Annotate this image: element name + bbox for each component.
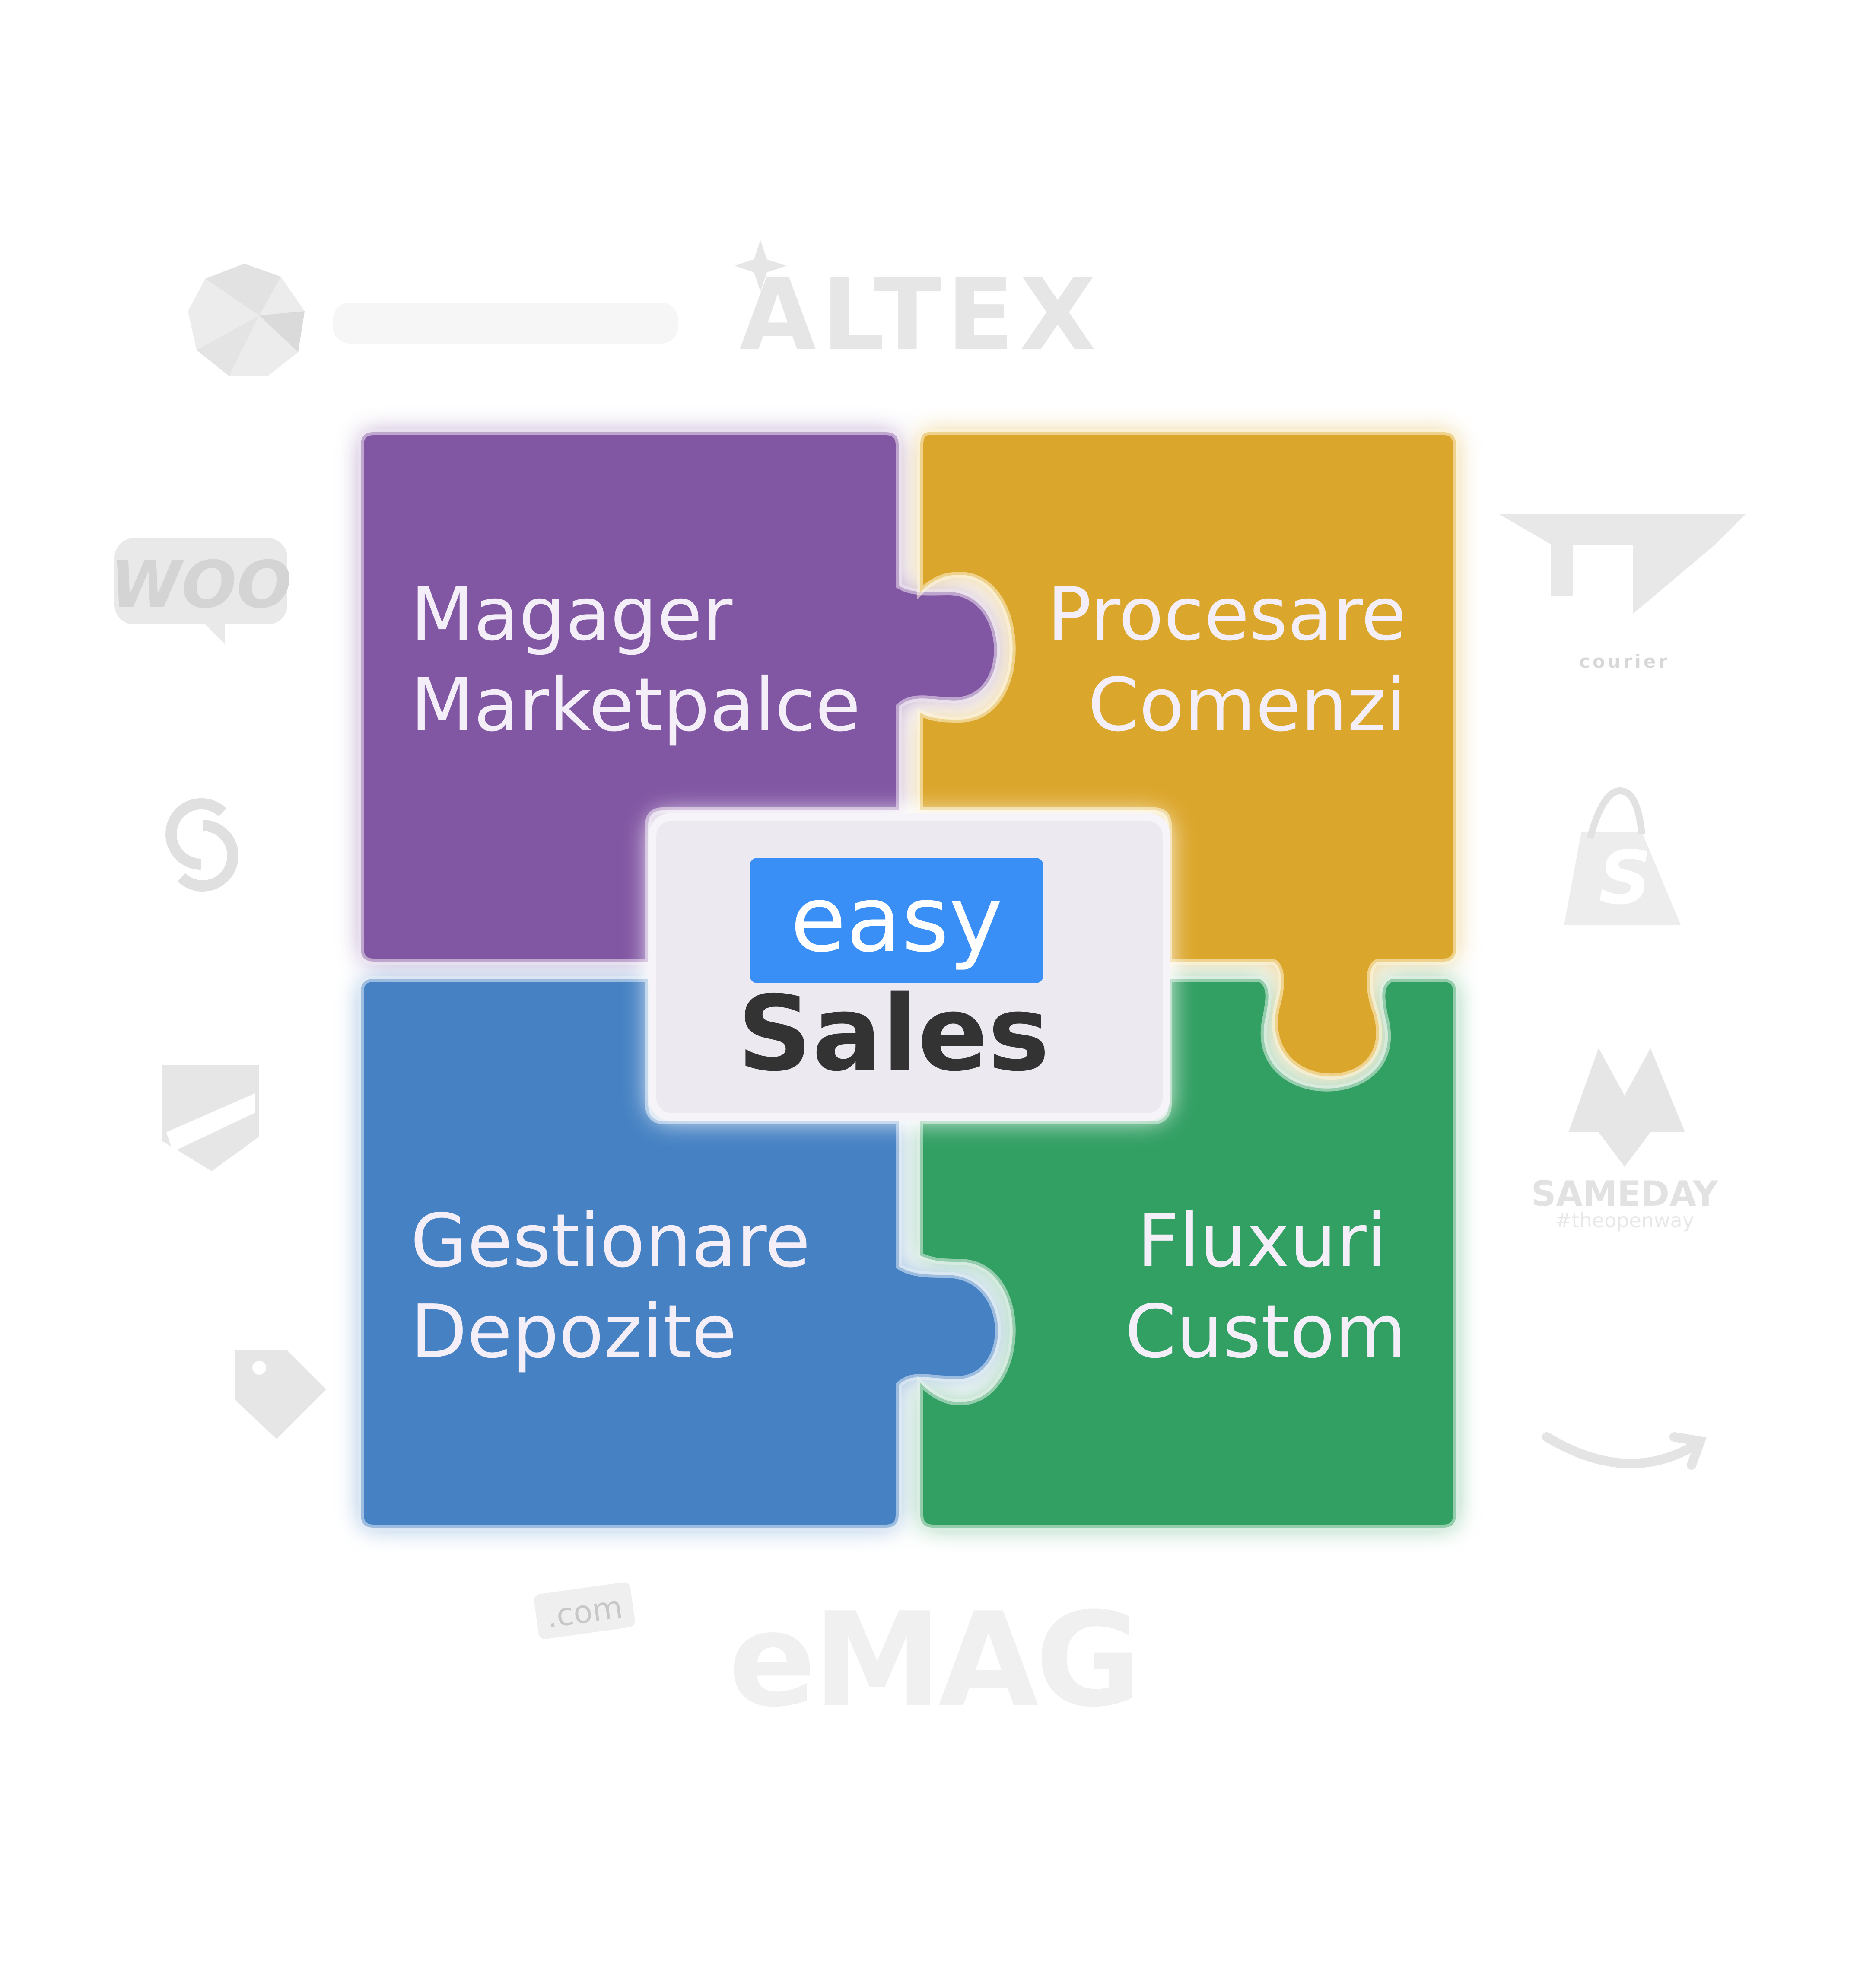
courier-logo: courier [1499,514,1746,672]
label-tl-line2: Marketpalce [410,662,861,748]
shield-logo-icon [162,1065,259,1171]
sameday-wordmark: SAMEDAY [1531,1174,1718,1214]
easy-badge [750,858,1043,983]
globe-logo-icon [188,264,305,376]
shopify-bag-icon: S [1564,787,1681,925]
label-tr-line2: Comenzi [1088,662,1406,748]
sales-wordmark: Sales [738,973,1050,1094]
label-tl-line1: Magager [410,572,732,657]
woo-wordmark: WOO [110,548,292,623]
piece-order-processing [917,429,1459,1080]
puzzle-pieces [358,429,1459,1531]
altex-wordmark: ALTEX [739,258,1101,373]
dotcom-badge: .com [534,1582,635,1639]
woo-logo: WOO [110,538,292,644]
globe-logo-wordmark [333,303,678,344]
sameday-tagline: #theopenway [1555,1209,1694,1232]
label-tr-line1: Procesare [1047,572,1406,657]
price-tag-icon [235,1350,326,1439]
courier-wordmark: courier [1579,651,1670,672]
svg-text:S: S [1599,835,1651,921]
label-br-line1: Fluxuri [1137,1198,1387,1284]
courier-wing-icon [1499,514,1746,614]
amazon-smile-icon [1542,1432,1707,1470]
label-bl-line1: Gestionare [410,1198,810,1284]
altex-star-icon [735,240,786,292]
background-logos: ALTEX WOO courier S [110,240,1746,1736]
piece-custom-flows [917,976,1459,1531]
label-bl-line2: Depozite [410,1289,737,1375]
piece-marketplace-manager [358,429,1000,965]
piece-labels: Magager Marketpalce Procesare Comenzi Ge… [410,572,1406,1375]
label-br-line2: Custom [1125,1289,1406,1375]
easy-wordmark: easy [790,866,1003,972]
sameday-m-icon [1568,1048,1685,1167]
emag-wordmark: eMAG [728,1585,1138,1736]
s-loop-logo-icon [165,798,238,892]
altex-logo: ALTEX [735,240,1101,373]
piece-warehouse-management [358,976,1001,1531]
sameday-logo: SAMEDAY #theopenway [1531,1048,1718,1232]
easysales-center-logo: easy Sales [648,812,1171,1121]
